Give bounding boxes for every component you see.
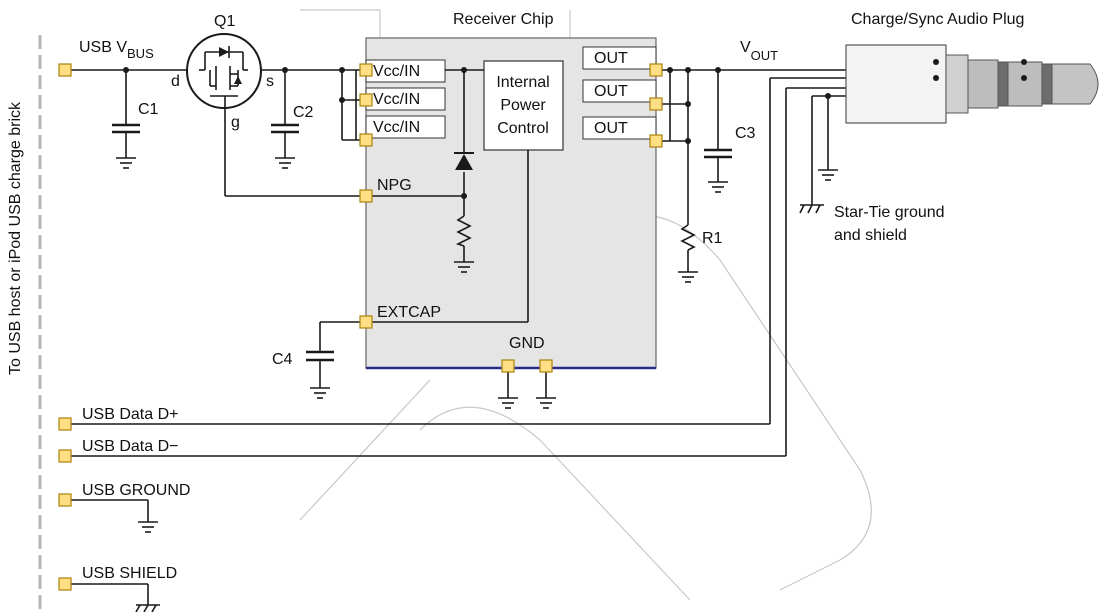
power-control-line-1: Internal (496, 74, 549, 91)
r1-label: R1 (702, 230, 723, 247)
power-control-line-2: Power (500, 97, 546, 114)
power-control-line-3: Control (497, 120, 549, 137)
q1-drain-label: d (171, 73, 180, 90)
q1-label: Q1 (214, 13, 235, 30)
q1-source-label: s (266, 73, 274, 90)
junction-dots (123, 59, 1027, 199)
pin-npg: NPG (377, 177, 412, 194)
chassis-ground-symbols (135, 204, 824, 612)
usb-ground-label: USB GROUND (82, 482, 190, 499)
mosfet-q1 (186, 33, 262, 110)
capacitor-c1 (112, 123, 140, 134)
c1-label: C1 (138, 101, 159, 118)
capacitor-c3 (704, 148, 732, 159)
connection-pads (58, 63, 663, 591)
resistor-r1 (680, 224, 696, 251)
usb-data-plus-label: USB Data D+ (82, 406, 178, 423)
internal-resistor (455, 215, 472, 247)
pin-gnd: GND (509, 335, 545, 352)
chip-title: Receiver Chip (453, 11, 554, 28)
star-tie-line-2: and shield (834, 227, 907, 244)
usb-shield-label: USB SHIELD (82, 565, 177, 582)
pin-out-1: OUT (594, 50, 628, 67)
pin-vcc-in-2: Vcc/IN (373, 91, 420, 108)
audio-plug (845, 44, 1099, 124)
pin-vcc-in-1: Vcc/IN (373, 63, 420, 80)
c4-label: C4 (272, 351, 293, 368)
pin-out-2: OUT (594, 83, 628, 100)
plug-label: Charge/Sync Audio Plug (851, 11, 1024, 28)
vout-label: VOUT (740, 39, 778, 63)
internal-power-control-box (483, 60, 564, 151)
usb-data-minus-label: USB Data D− (82, 438, 178, 455)
c2-label: C2 (293, 104, 314, 121)
vbus-label: USB VBUS (79, 39, 154, 61)
c3-label: C3 (735, 125, 756, 142)
internal-diode (454, 152, 474, 170)
side-label: To USB host or iPod USB charge brick (7, 101, 24, 375)
capacitor-c4 (306, 350, 334, 362)
ground-symbols (116, 157, 838, 533)
q1-gate-label: g (231, 114, 240, 131)
star-tie-line-1: Star-Tie ground (834, 204, 945, 221)
pin-out-3: OUT (594, 120, 628, 137)
pin-extcap: EXTCAP (377, 304, 441, 321)
pin-vcc-in-3: Vcc/IN (373, 119, 420, 136)
capacitor-c2 (271, 123, 299, 134)
